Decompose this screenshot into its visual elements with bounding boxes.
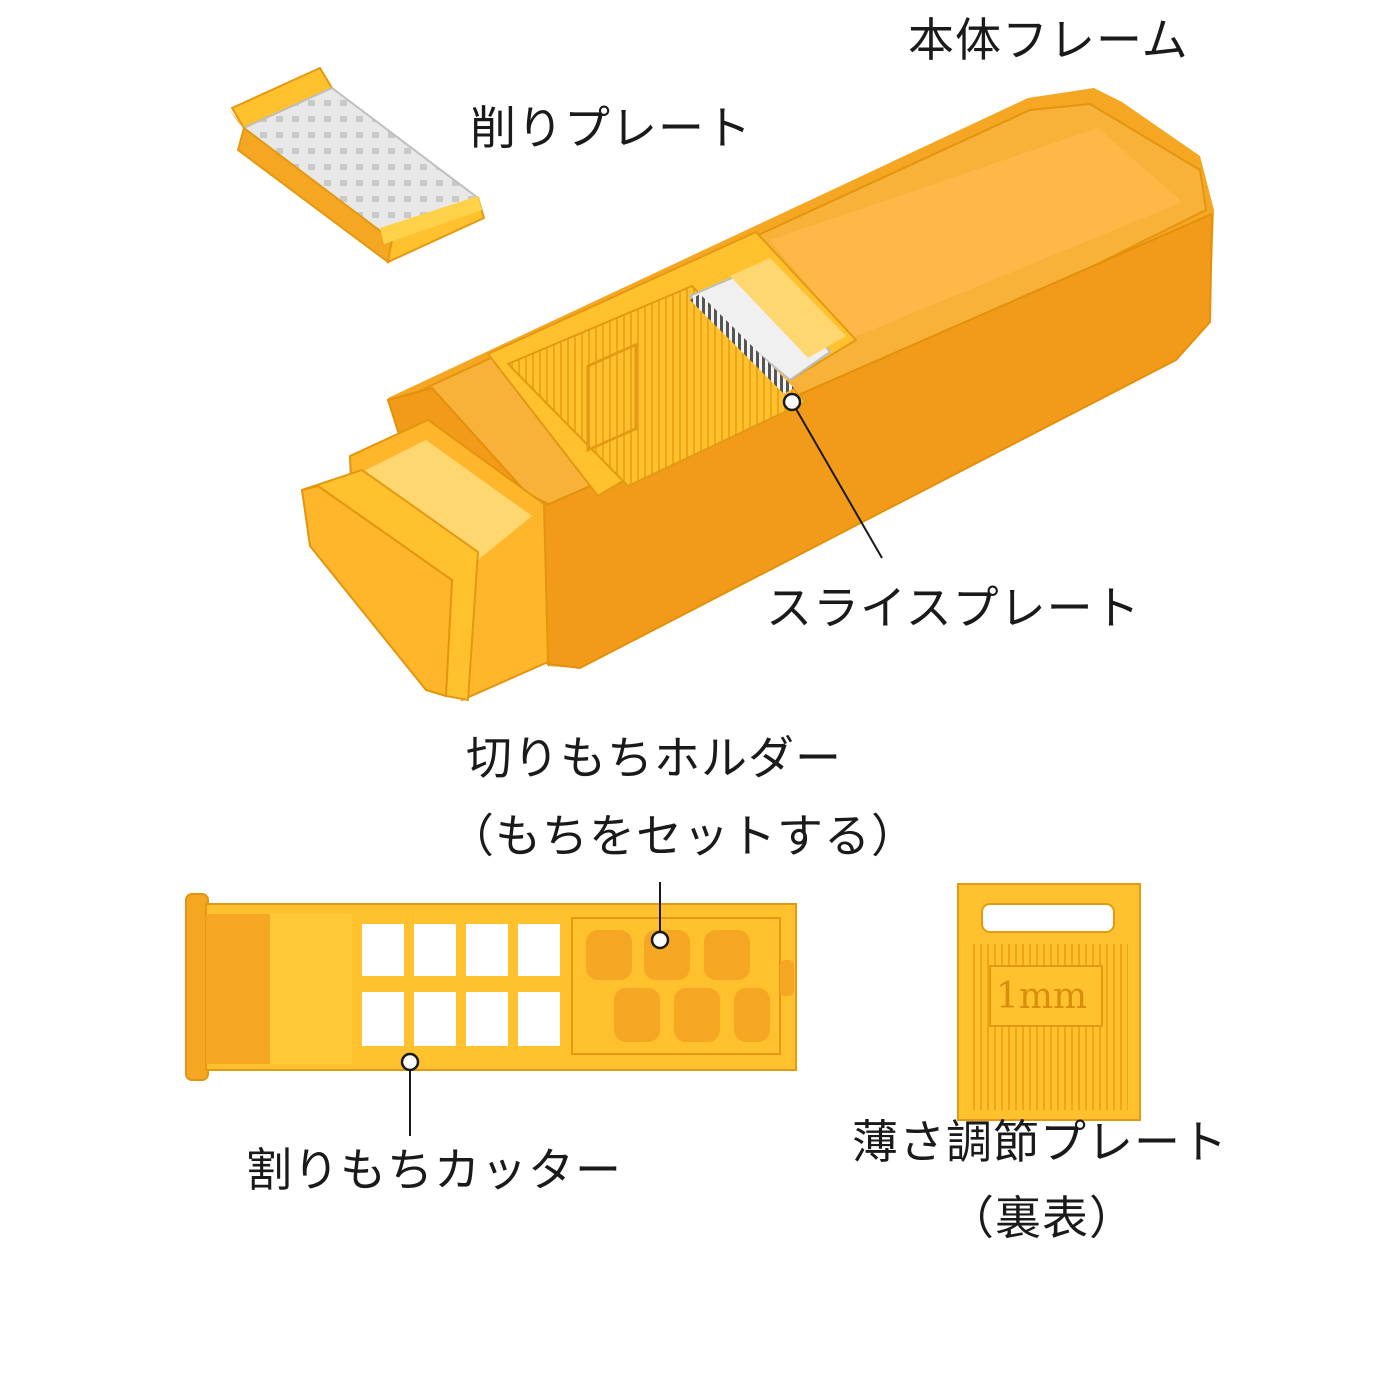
label-mochi-holder: 切りもちホルダー [466, 731, 842, 785]
mochi-holder-leader [650, 882, 670, 950]
label-mochi-holder-note: （もちをセットする） [448, 809, 918, 863]
label-mochi-cutter: 割りもちカッター [246, 1143, 622, 1197]
mochi-cutter-leader [400, 1052, 420, 1136]
label-main-frame: 本体フレーム [908, 13, 1189, 67]
mochi-holder-rollers [571, 917, 794, 1055]
embossed-thickness-text: 1mm [996, 976, 1088, 1017]
slice-plate-assembly [486, 230, 858, 498]
mochi-cutter-grid [352, 916, 570, 1052]
drawer [300, 418, 550, 702]
grating-plate [228, 66, 486, 264]
slice-plate-leader [782, 392, 883, 559]
label-slice-plate: スライスプレート [766, 581, 1141, 635]
mochi-cutter-tray [185, 893, 797, 1081]
label-thickness-plate-note: （裏表） [948, 1191, 1136, 1245]
label-grating-plate: 削りプレート [470, 101, 752, 155]
label-thickness-plate: 薄さ調節プレート [852, 1115, 1228, 1169]
thickness-plate [957, 883, 1141, 1121]
